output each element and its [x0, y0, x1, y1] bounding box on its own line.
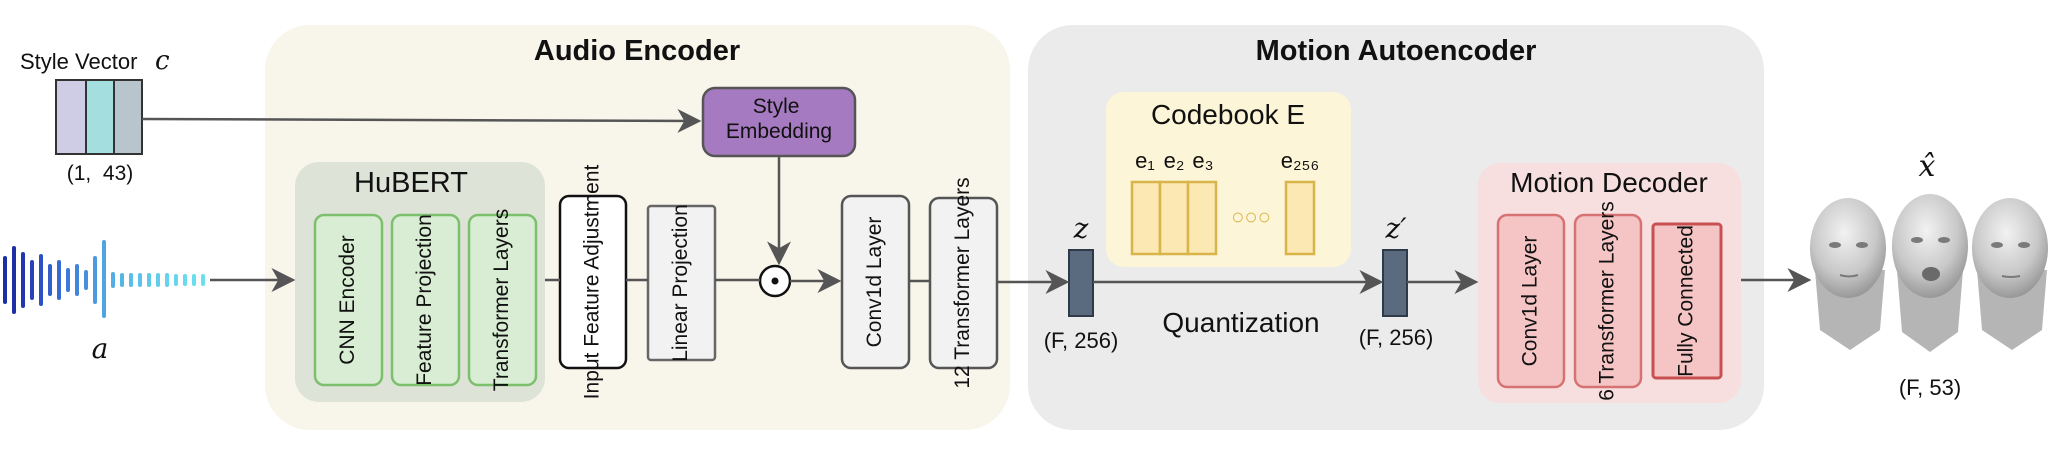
fully-connected-label: Fully Connected	[1675, 225, 1698, 377]
input-feature-adjustment-block	[558, 194, 628, 370]
audio-waveform-icon	[3, 240, 205, 318]
codebook-entry-e2: e₂	[1164, 148, 1185, 173]
cnn-encoder-block	[313, 213, 384, 387]
codebook-entry-e1: e₁	[1135, 148, 1155, 173]
style-vector-label: Style Vector	[20, 49, 137, 74]
z-shape: (F, 256)	[1044, 328, 1119, 353]
face-mesh-output-icon	[1810, 194, 2048, 352]
face-middle	[1892, 194, 1968, 352]
face-right	[1972, 198, 2048, 350]
dot-product-center	[771, 277, 779, 285]
feature-projection-label: Feature Projection	[413, 214, 436, 386]
audio-encoder-title: Audio Encoder	[534, 35, 740, 67]
hubert-transformer-label: Transformer Layers	[490, 209, 513, 391]
codebook-entry-e256: e₂₅₆	[1281, 148, 1320, 173]
transformers-12-label: 12 Transformer Layers	[951, 177, 974, 388]
feature-projection-block	[390, 213, 461, 387]
face-left	[1810, 198, 1886, 350]
style-vector-symbol: c	[155, 46, 170, 76]
codebook-vectors	[1130, 180, 1316, 256]
style-embedding-label: Style Embedding	[726, 95, 832, 143]
audio-symbol: a	[92, 332, 109, 365]
decoder-transformers-block	[1573, 213, 1643, 389]
style-vector-icon	[55, 79, 143, 155]
motion-autoencoder-title: Motion Autoencoder	[1256, 35, 1537, 67]
motion-decoder-title: Motion Decoder	[1510, 167, 1708, 198]
z-symbol: z	[1073, 212, 1089, 245]
style-vector-shape: (1, 43)	[67, 162, 134, 185]
fully-connected-block	[1651, 222, 1723, 380]
hubert-transformer-block	[467, 213, 538, 387]
codebook-entry-e3: e₃	[1192, 148, 1213, 173]
quantization-label: Quantization	[1162, 307, 1319, 338]
connectors	[141, 108, 1812, 294]
input-feature-adjustment-label: Input Feature Adjustment	[581, 165, 604, 400]
decoder-transformers-label: 6 Transformer Layers	[1596, 201, 1619, 401]
z-prime-symbol: z′	[1384, 212, 1407, 245]
codebook-ellipsis: ○○○	[1231, 204, 1271, 229]
decoder-conv1d-label: Conv1d Layer	[1519, 236, 1542, 367]
hubert-title: HuBERT	[354, 167, 468, 199]
z-prime-latent	[1382, 249, 1408, 317]
z-latent	[1068, 249, 1094, 317]
style-vector-arrow	[141, 108, 702, 133]
z-prime-shape: (F, 256)	[1359, 325, 1434, 350]
cnn-encoder-label: CNN Encoder	[336, 235, 359, 365]
codebook-title: Codebook E	[1151, 99, 1305, 130]
linear-projection-block	[646, 204, 717, 362]
output-shape: (F, 53)	[1899, 375, 1961, 400]
conv1d-label: Conv1d Layer	[863, 217, 886, 348]
linear-projection-label: Linear Projection	[669, 204, 692, 362]
output-symbol: x̂	[1919, 149, 1936, 184]
decoder-conv1d-block	[1496, 213, 1566, 389]
